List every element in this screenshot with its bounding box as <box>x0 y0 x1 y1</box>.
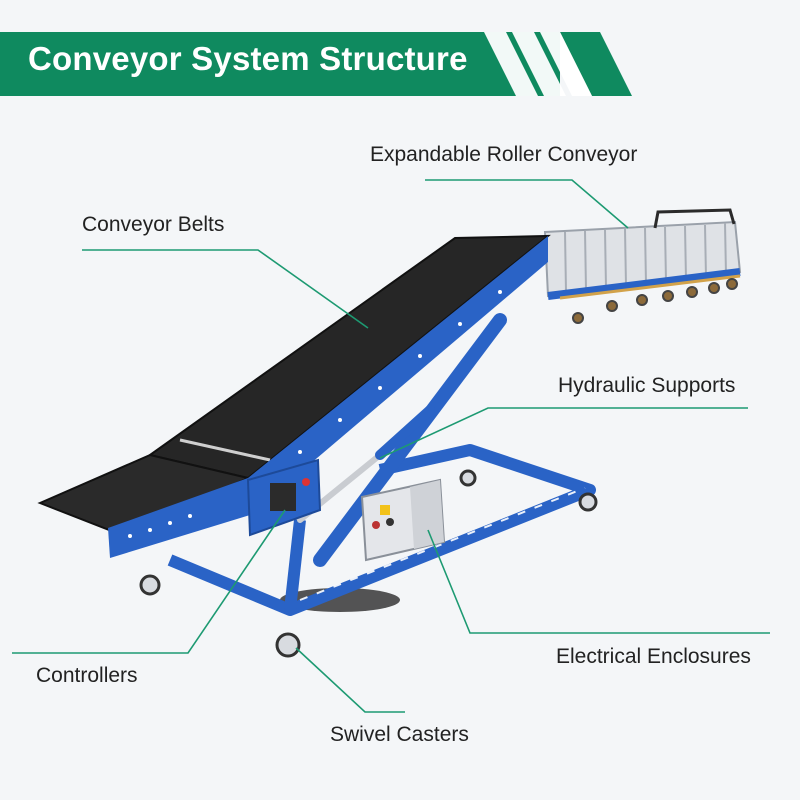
leader-hydraulic <box>379 407 748 459</box>
leader-lines <box>12 179 770 713</box>
label-electrical-enclosures: Electrical Enclosures <box>556 645 751 668</box>
label-expandable-roller-conveyor: Expandable Roller Conveyor <box>370 143 638 166</box>
electrical-enclosure <box>360 478 446 562</box>
swivel-caster-icon <box>139 469 598 658</box>
base-frame <box>167 444 596 616</box>
label-swivel-casters: Swivel Casters <box>330 723 469 746</box>
label-hydraulic-supports: Hydraulic Supports <box>558 374 736 397</box>
page-title: Conveyor System Structure <box>28 40 468 77</box>
leader-electrical <box>427 529 770 634</box>
label-controllers: Controllers <box>36 664 138 687</box>
leader-belts <box>82 249 369 329</box>
roller-conveyor <box>543 208 742 324</box>
title-banner <box>0 32 560 96</box>
leader-roller <box>425 179 629 229</box>
label-conveyor-belts: Conveyor Belts <box>82 213 225 236</box>
leader-casters <box>295 647 405 713</box>
controller-panel <box>246 458 322 537</box>
leader-controllers <box>12 509 286 654</box>
belt-conveyor <box>37 234 551 558</box>
